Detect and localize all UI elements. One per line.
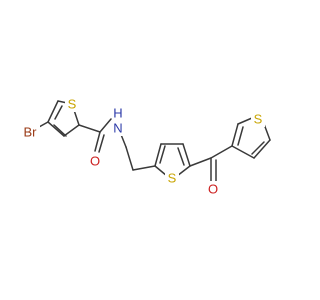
bond-c4-c3-inner	[53, 124, 67, 137]
bromine-atom-label: Br	[24, 125, 38, 140]
s2-label-bg	[165, 170, 179, 186]
bond-c5-c4	[47, 100, 59, 123]
bond-t3-c3-c2-inner	[237, 126, 244, 146]
bond-camide-o-inner	[98, 134, 105, 153]
molecule-canvas: Br S N H O S O S	[18, 96, 271, 197]
atom-label-layer: Br S N H O S O S	[18, 96, 265, 197]
bond-t3-c3-c2	[231, 123, 239, 147]
bond-c2-camide	[78, 124, 101, 133]
br-label-bg	[18, 124, 40, 140]
bond-t2-c3-c4	[182, 143, 191, 167]
o1-label-bg	[88, 153, 102, 169]
bond-t3-c4-c3	[231, 145, 255, 159]
bond-t2-c1-c2-inner	[159, 145, 166, 164]
h-label-bg	[112, 106, 126, 120]
bond-ketone-t3	[210, 145, 233, 159]
sulfur-atom-label-2: S	[168, 171, 177, 186]
bond-n-ch2	[125, 146, 134, 171]
sulfur-atom-label-3: S	[254, 112, 263, 127]
bond-camide-o	[94, 131, 101, 152]
bond-t2-c1-c2	[154, 143, 162, 167]
bond-camide-n	[99, 118, 112, 133]
hydrogen-atom-label: H	[113, 106, 122, 121]
bond-t3-c2-s	[237, 117, 253, 125]
nitrogen-atom-label: N	[113, 121, 122, 136]
s1-label-bg	[65, 96, 79, 112]
n-label-bg	[112, 120, 126, 136]
molecule-structure: Br S N H O S O S	[18, 96, 271, 197]
sulfur-atom-label-1: S	[68, 97, 77, 112]
bond-c4-c3	[47, 121, 65, 137]
oxygen-atom-label-1: O	[90, 154, 100, 169]
bond-t2-ketone	[189, 157, 212, 167]
bond-t3-c5-c4-inner	[251, 141, 265, 155]
s3-label-bg	[251, 111, 265, 127]
o2-label-bg	[206, 181, 220, 197]
bond-ch2-c	[132, 165, 156, 171]
oxygen-atom-label-2: O	[208, 182, 218, 197]
bond-t2-c4-s	[176, 165, 191, 177]
bond-c3-c2	[63, 124, 80, 137]
bond-t2-c3-c4-inner	[177, 147, 185, 166]
bond-t3-c5-c4	[253, 139, 271, 159]
bond-layer	[29, 100, 271, 183]
bond-c5-c4-inner	[54, 105, 63, 120]
